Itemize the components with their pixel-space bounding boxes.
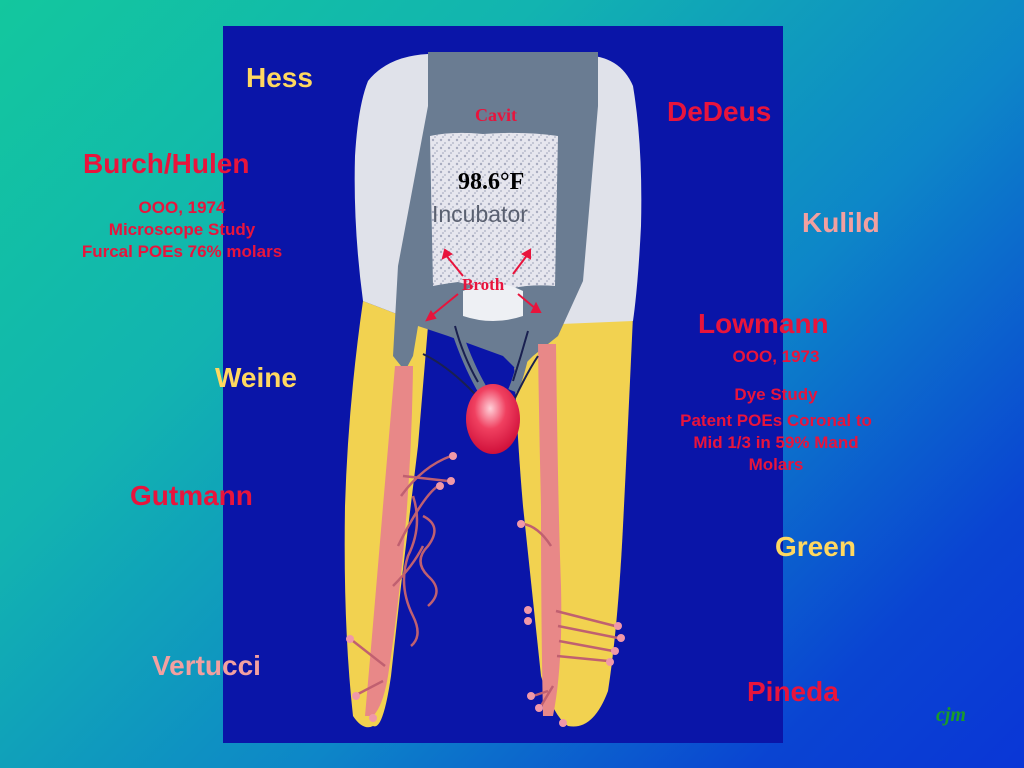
lowmann-note-line: Dye Study (734, 385, 818, 405)
lowmann-note-line: OOO, 1973 (732, 347, 820, 366)
lowmann-note-line: Patent POEs Coronal to (680, 411, 872, 431)
root-distal (513, 316, 633, 727)
broth-arrows (425, 248, 542, 322)
lowmann-note-line: Mid 1/3 in 59% Mand (693, 433, 859, 453)
broth-area (463, 283, 523, 321)
pulp-ball (466, 384, 520, 454)
portals-of-exit (346, 452, 625, 727)
signature: cjm (936, 704, 966, 726)
incubator-fill (430, 132, 558, 301)
lowmann-notes: OOO, 1973 Dye Study Patent POEs Coronal … (636, 346, 916, 476)
name-weine: Weine (215, 362, 297, 393)
burch-note-line: Microscope Study (108, 220, 256, 240)
lowmann-note-line: Molars (748, 455, 804, 475)
name-burch-hulen: Burch/Hulen (83, 148, 250, 179)
name-lowmann: Lowmann (698, 308, 829, 339)
name-kulild: Kulild (802, 207, 880, 238)
cavit-label: Cavit (475, 105, 517, 125)
broth-label: Broth (462, 275, 505, 294)
name-dedeus: DeDeus (667, 96, 772, 127)
lateral-canals (352, 454, 619, 707)
name-vertucci: Vertucci (152, 650, 261, 681)
burch-note-line: Furcal POEs 76% molars (81, 242, 283, 262)
name-pineda: Pineda (747, 676, 839, 707)
canal-mesial (365, 366, 413, 716)
temperature-label: 98.6°F (458, 169, 525, 195)
burch-notes: OOO, 1974 Microscope Study Furcal POEs 7… (62, 197, 302, 263)
tooth-diagram (344, 52, 642, 728)
canal-distal (538, 344, 562, 716)
burch-note-line: OOO, 1974 (138, 198, 226, 217)
name-hess: Hess (246, 62, 313, 93)
name-green: Green (775, 531, 856, 562)
incubator-label: Incubator (432, 201, 528, 227)
name-gutmann: Gutmann (130, 480, 253, 511)
